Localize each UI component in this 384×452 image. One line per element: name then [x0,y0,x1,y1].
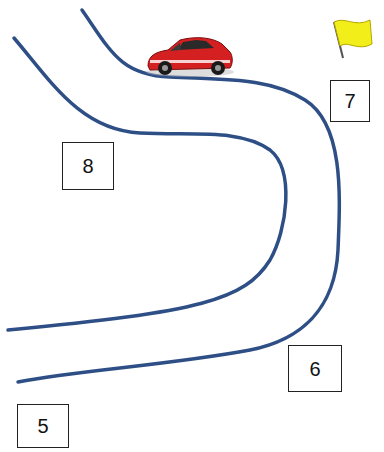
yellow-flag [334,20,372,58]
number-box: 8 [62,142,114,190]
number-box: 6 [288,345,342,392]
number-box: 7 [330,80,370,122]
callout-number: 6 [309,359,320,379]
callout-number: 8 [82,156,93,176]
callout-number: 7 [344,91,355,111]
callout-number: 5 [37,416,48,436]
number-box: 5 [17,404,69,448]
race-car [146,38,234,77]
road-edge [18,10,339,382]
